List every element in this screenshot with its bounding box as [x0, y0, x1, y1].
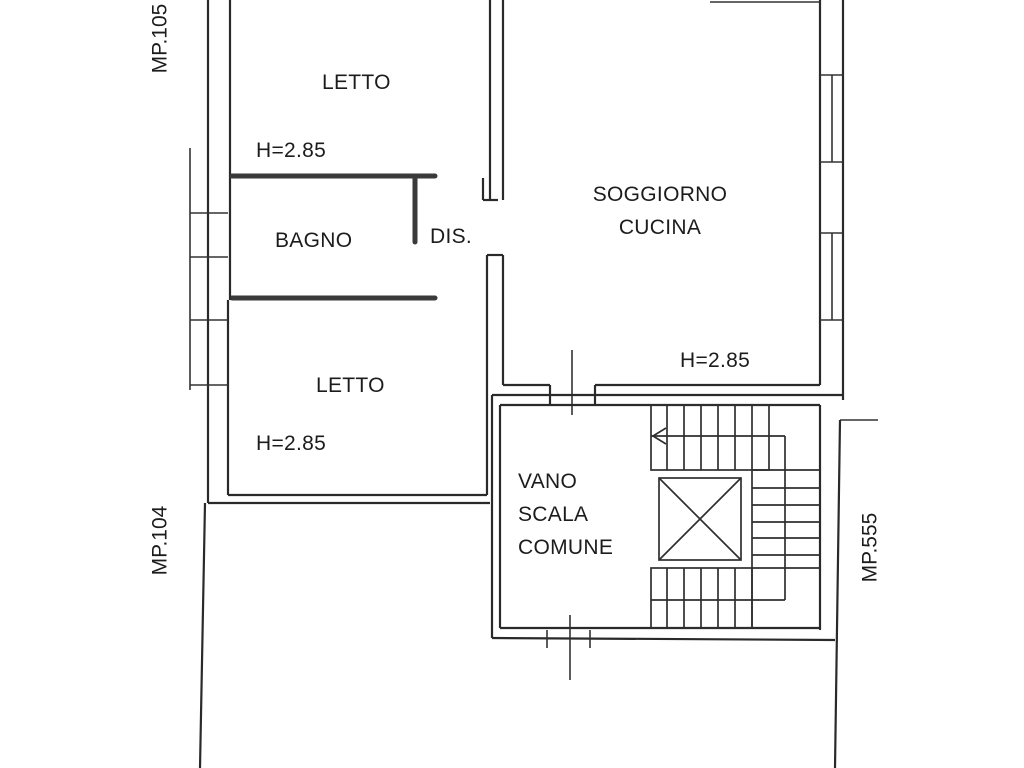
room-label-disimpegno: DIS.: [430, 225, 473, 248]
height-label-letto-2: H=2.85: [256, 432, 327, 455]
exterior-walls: [189, 0, 878, 768]
bathroom-walls: [228, 173, 438, 301]
height-label-soggiorno: H=2.85: [680, 349, 751, 372]
room-label-vano-scala: VANO SCALA COMUNE: [518, 465, 613, 564]
parcel-label-bottom-left: MP.104: [148, 505, 172, 576]
room-label-vano-scala-line2: SCALA: [518, 503, 589, 526]
room-label-soggiorno: SOGGIORNO CUCINA: [565, 178, 755, 244]
room-label-letto-1: LETTO: [322, 71, 391, 94]
parcel-label-right: MP.555: [858, 512, 882, 583]
height-label-letto-1: H=2.85: [256, 139, 327, 162]
room-label-soggiorno-line2: CUCINA: [618, 216, 702, 239]
room-label-bagno: BAGNO: [275, 229, 353, 252]
parcel-label-top-left: MP.105: [148, 3, 172, 74]
elevator-shaft: [658, 477, 742, 561]
room-label-letto-2: LETTO: [316, 374, 385, 397]
room-label-soggiorno-line1: SOGGIORNO: [592, 183, 728, 206]
room-label-vano-scala-line3: COMUNE: [518, 536, 614, 559]
room-label-vano-scala-line1: VANO: [518, 470, 578, 493]
staircase: [650, 404, 820, 629]
